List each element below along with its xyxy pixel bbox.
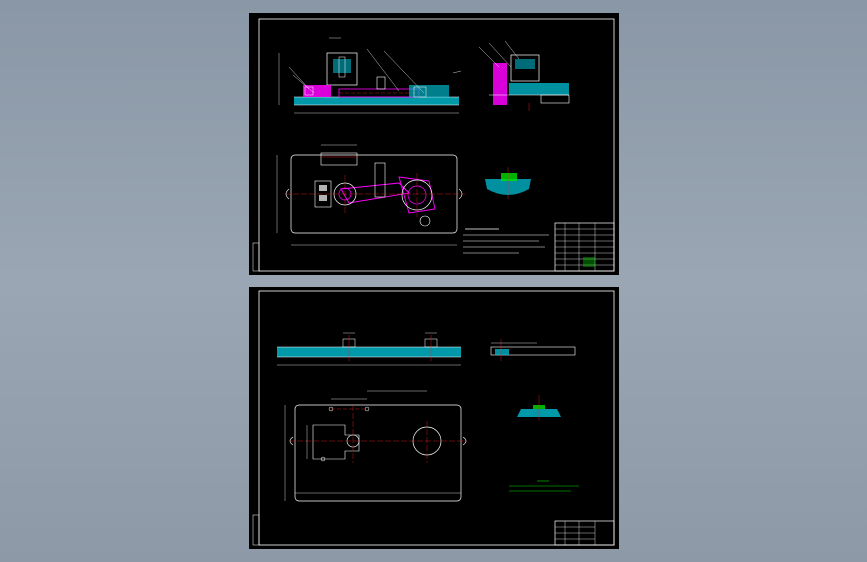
title-block	[554, 222, 615, 272]
drawing-frame	[258, 290, 615, 546]
drawing-frame	[258, 18, 615, 272]
assembly-drawing-sheet[interactable]	[249, 13, 619, 275]
assembly-drawing	[252, 18, 615, 272]
title-block	[554, 520, 615, 546]
top-view	[276, 144, 465, 246]
top-view	[284, 390, 467, 502]
technical-notes	[463, 228, 549, 254]
front-view	[277, 332, 461, 366]
part-drawing	[252, 290, 615, 546]
technical-notes	[509, 480, 579, 492]
front-view	[278, 37, 462, 114]
side-view	[490, 339, 576, 361]
side-view	[478, 40, 570, 111]
detail-view	[485, 167, 531, 199]
binding-margin	[252, 514, 260, 546]
part-drawing-sheet[interactable]	[249, 287, 619, 549]
binding-margin	[252, 242, 260, 272]
detail-section	[517, 395, 561, 421]
